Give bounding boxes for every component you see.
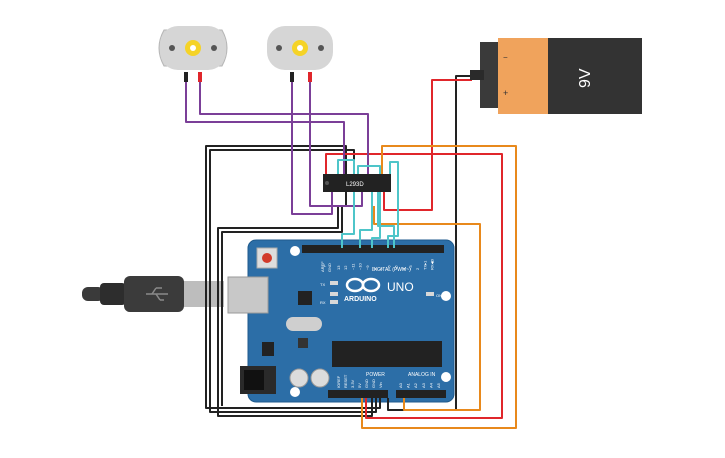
- digital-pin-label: 4: [401, 267, 406, 270]
- digital-pin-label: ~9: [365, 265, 370, 270]
- digital-pin-label: RX◀0: [430, 258, 435, 270]
- analog-pin-label: A0: [398, 382, 403, 388]
- motor-gear-icon: [185, 40, 201, 56]
- power-pin-label: 3.3V: [350, 379, 355, 388]
- arduino-logo-icon: [345, 277, 381, 293]
- tx-led-label: TX: [320, 282, 325, 287]
- digital-pin-label: ~6: [386, 265, 391, 270]
- analog-pin-label: A5: [436, 382, 441, 388]
- on-led-label: ON: [436, 293, 442, 298]
- power-pin-label: RESET: [343, 374, 348, 388]
- digital-pin-label: TX▸1: [422, 260, 427, 270]
- power-pin-label: IOREF: [336, 375, 341, 388]
- reset-button[interactable]: [256, 247, 278, 269]
- l293d-chip-label: L293D: [346, 182, 364, 188]
- digital-pin-label: ~11: [350, 263, 355, 270]
- rx-led-label: RX: [320, 300, 326, 305]
- digital-pin-label: ~3: [408, 265, 413, 270]
- dc-motor-left[interactable]: [158, 26, 228, 82]
- power-pin-label: GND: [371, 379, 376, 388]
- usb-icon: [146, 287, 168, 301]
- digital-pin-label: 13: [336, 265, 341, 270]
- battery-plus-label: +: [503, 88, 508, 98]
- cyan-control-wires[interactable]: [337, 159, 399, 248]
- l-led-label: L: [324, 263, 327, 268]
- red-power-wires[interactable]: [325, 79, 503, 419]
- power-pin-label: 5V: [357, 383, 362, 388]
- digital-header-label: DIGITAL (PWM~): [372, 267, 411, 273]
- motor-gear-icon: [292, 40, 308, 56]
- battery-minus-label: −: [503, 53, 508, 62]
- arduino-brand-label: ARDUINO: [344, 296, 377, 303]
- l293d-driver-chip[interactable]: [323, 174, 391, 192]
- digital-pin-label: 2: [415, 267, 420, 270]
- digital-pin-label: 8: [372, 267, 377, 270]
- dc-motor-right[interactable]: [267, 26, 333, 82]
- power-header-label: POWER: [366, 372, 385, 378]
- digital-pin-label: 7: [379, 267, 384, 270]
- aref-pin-label: AREF: [320, 261, 325, 272]
- analog-pin-label: A4: [428, 382, 433, 388]
- analog-pin-label: A3: [421, 382, 426, 388]
- orange-power-wires[interactable]: [361, 145, 517, 429]
- power-pin-label: GND: [364, 379, 369, 388]
- battery-9v[interactable]: [470, 38, 642, 114]
- analog-pin-label: A2: [413, 382, 418, 388]
- usb-cable[interactable]: [82, 276, 224, 312]
- digital-pin-label: 12: [343, 265, 348, 270]
- gnd-pin-label: GND: [327, 263, 332, 272]
- arduino-model-label: UNO: [387, 280, 414, 294]
- battery-voltage-label: 9V: [577, 68, 594, 88]
- analog-header-label: ANALOG IN: [408, 372, 436, 378]
- purple-motor-wires[interactable]: [185, 82, 369, 215]
- power-pin-label: Vin: [378, 382, 383, 388]
- digital-pin-label: ~5: [394, 265, 399, 270]
- arduino-uno-board[interactable]: [227, 239, 455, 403]
- analog-pin-label: A1: [406, 382, 411, 388]
- digital-pin-label: ~10: [358, 262, 363, 270]
